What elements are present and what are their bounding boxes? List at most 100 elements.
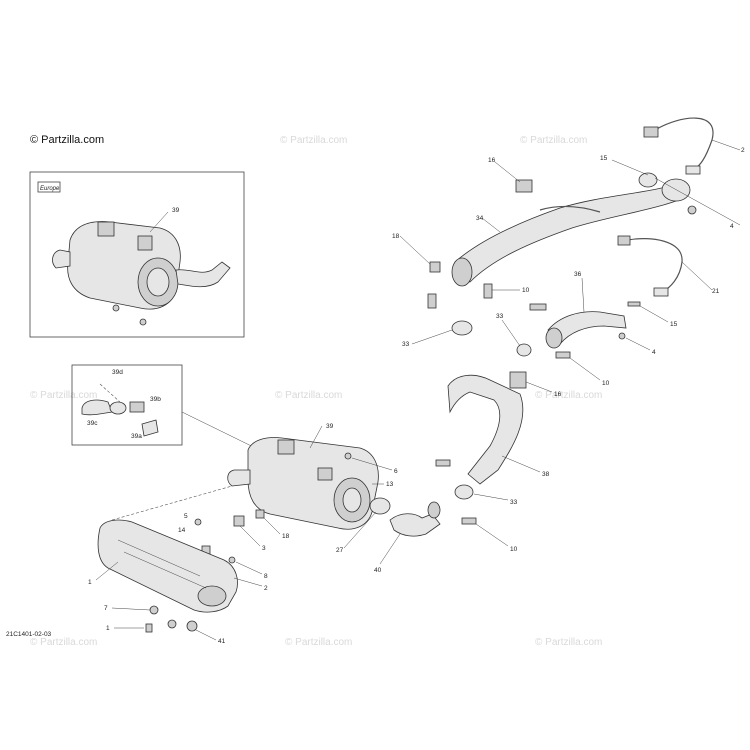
diagram-code: 21C1401-02-03 (6, 631, 52, 638)
heat-shield-ribs (117, 539, 207, 589)
leader-line (481, 217, 501, 233)
muffler-outlet (342, 487, 362, 513)
callout-36: 36 (574, 271, 582, 278)
callout-18: 18 (392, 233, 400, 240)
callout-38: 38 (542, 471, 550, 478)
sensor-tip (653, 287, 669, 297)
leader-line (639, 305, 669, 323)
callout-8: 8 (264, 573, 268, 580)
leader-line (501, 319, 521, 347)
detail-inset: 39d 39b 39c 39a (71, 364, 183, 446)
gasket-15 (638, 172, 658, 188)
callout-15: 15 (600, 155, 608, 162)
watermark: © Partzilla.com (535, 637, 602, 648)
spring (555, 351, 571, 359)
callout-16: 16 (554, 391, 562, 398)
sensor-wire (627, 238, 683, 293)
nut-4 (687, 205, 697, 215)
callout-2: 2 (741, 147, 745, 154)
guide-line (99, 383, 121, 403)
callout-14: 14 (178, 527, 186, 534)
leader-line (263, 517, 281, 535)
bolt-8 (228, 556, 236, 564)
nut-18 (429, 261, 441, 273)
gasket-33 (454, 484, 474, 500)
callout-33: 33 (510, 499, 518, 506)
callout-27: 27 (336, 547, 344, 554)
callout-4: 4 (652, 349, 656, 356)
oxygen-sensor-upper: 2 (643, 117, 745, 175)
inset-frame (29, 171, 245, 338)
leader-line (149, 211, 169, 233)
main-muffler: 39 (227, 423, 379, 530)
callout-39c: 39c (87, 420, 98, 427)
watermark: © Partzilla.com (280, 135, 347, 146)
bracket-16 (515, 179, 533, 193)
leader-line (611, 159, 649, 176)
callout-3: 3 (262, 545, 266, 552)
leader-line (525, 381, 553, 393)
callout-2: 2 (264, 585, 268, 592)
nut-3 (233, 515, 245, 527)
leader-line (399, 235, 431, 265)
bolt-1 (145, 623, 153, 633)
leader-line (95, 561, 119, 581)
leader-line (239, 525, 261, 547)
pipe-end (451, 257, 473, 287)
bracket (129, 401, 145, 413)
fastener (112, 304, 120, 312)
leader-line (379, 533, 401, 565)
callout-7: 7 (104, 605, 108, 612)
bolt-5 (194, 518, 202, 526)
pipe-36 (547, 311, 627, 345)
sensor-wire (654, 117, 714, 171)
callout-39: 39 (326, 423, 334, 430)
leader-line (351, 457, 393, 471)
pipe-end (545, 327, 563, 349)
callout-39d: 39d (112, 369, 123, 376)
leader-line (411, 329, 453, 345)
bracket-16 (509, 371, 527, 389)
tailpipe (175, 261, 231, 288)
watermark: © Partzilla.com (520, 135, 587, 146)
watermark-layer: © Partzilla.com © Partzilla.com © Partzi… (30, 135, 602, 648)
leader-line (235, 561, 263, 575)
grommet-41 (186, 620, 198, 632)
leader-line (654, 177, 741, 226)
clamp-27 (369, 497, 391, 515)
callout-16: 16 (488, 157, 496, 164)
leader-line (569, 357, 601, 381)
leader-line (681, 261, 713, 291)
spring (141, 419, 159, 437)
guide-line (111, 485, 233, 521)
spring (427, 293, 437, 309)
muffler-bracket (137, 235, 153, 251)
nut-7 (149, 605, 159, 615)
callout-41: 41 (218, 638, 226, 645)
spring (529, 303, 547, 311)
leader-line (581, 277, 585, 313)
washer (167, 619, 177, 629)
leader-line (343, 511, 377, 549)
gasket-33 (451, 320, 473, 336)
callout-34: 34 (476, 215, 484, 222)
callout-15: 15 (670, 321, 678, 328)
watermark: © Partzilla.com (285, 637, 352, 648)
callout-39a: 39a (131, 433, 142, 440)
oxygen-sensor-lower: 21 (617, 235, 720, 297)
leader-line (475, 523, 509, 547)
callout-6: 6 (394, 468, 398, 475)
gasket-33 (516, 343, 532, 357)
leader-line (494, 161, 521, 183)
callout-18: 18 (282, 533, 290, 540)
europe-inset: Europe 39 (29, 171, 245, 338)
pipe-flange (661, 178, 691, 202)
leader-line (625, 337, 651, 351)
spring (461, 517, 477, 525)
muffler-inlet (227, 469, 251, 487)
pipe-end (427, 501, 441, 519)
callout-4: 4 (730, 223, 734, 230)
callout-39: 39 (172, 207, 180, 214)
callout-33: 33 (496, 313, 504, 320)
